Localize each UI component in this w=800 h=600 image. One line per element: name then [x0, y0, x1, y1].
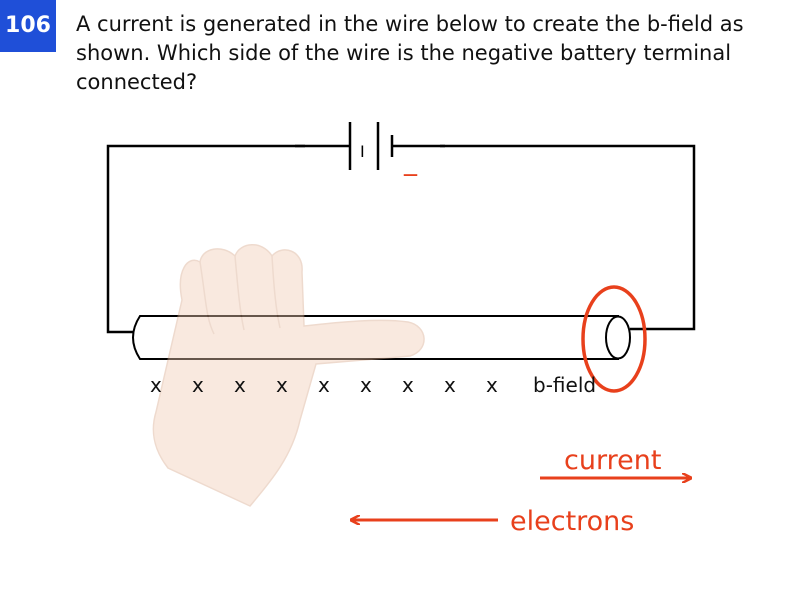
field-mark: x — [402, 373, 414, 397]
field-mark: x — [150, 373, 162, 397]
current-label: current — [564, 445, 661, 476]
right-wire — [440, 144, 696, 331]
wire-end-cap — [605, 315, 631, 360]
field-mark: x — [486, 373, 498, 397]
circuit-wires — [106, 144, 696, 334]
right-hand-thumb-icon — [152, 244, 425, 507]
electrons-label: electrons — [510, 506, 634, 537]
field-mark: x — [444, 373, 456, 397]
battery-plus-mark: I — [360, 142, 365, 161]
question-number-badge: 106 — [0, 0, 56, 52]
field-highlight-circle — [581, 285, 647, 393]
field-marks: x x x x x x x x x — [150, 373, 498, 397]
field-mark: x — [192, 373, 204, 397]
field-label: b-field — [533, 373, 596, 397]
battery-minus-mark: _ — [403, 147, 418, 177]
field-mark: x — [318, 373, 330, 397]
battery — [295, 122, 445, 170]
left-wire — [106, 144, 305, 334]
question-text: A current is generated in the wire below… — [76, 12, 744, 94]
field-mark: x — [234, 373, 246, 397]
wire-cylinder — [132, 315, 631, 360]
field-mark: x — [360, 373, 372, 397]
field-mark: x — [276, 373, 288, 397]
